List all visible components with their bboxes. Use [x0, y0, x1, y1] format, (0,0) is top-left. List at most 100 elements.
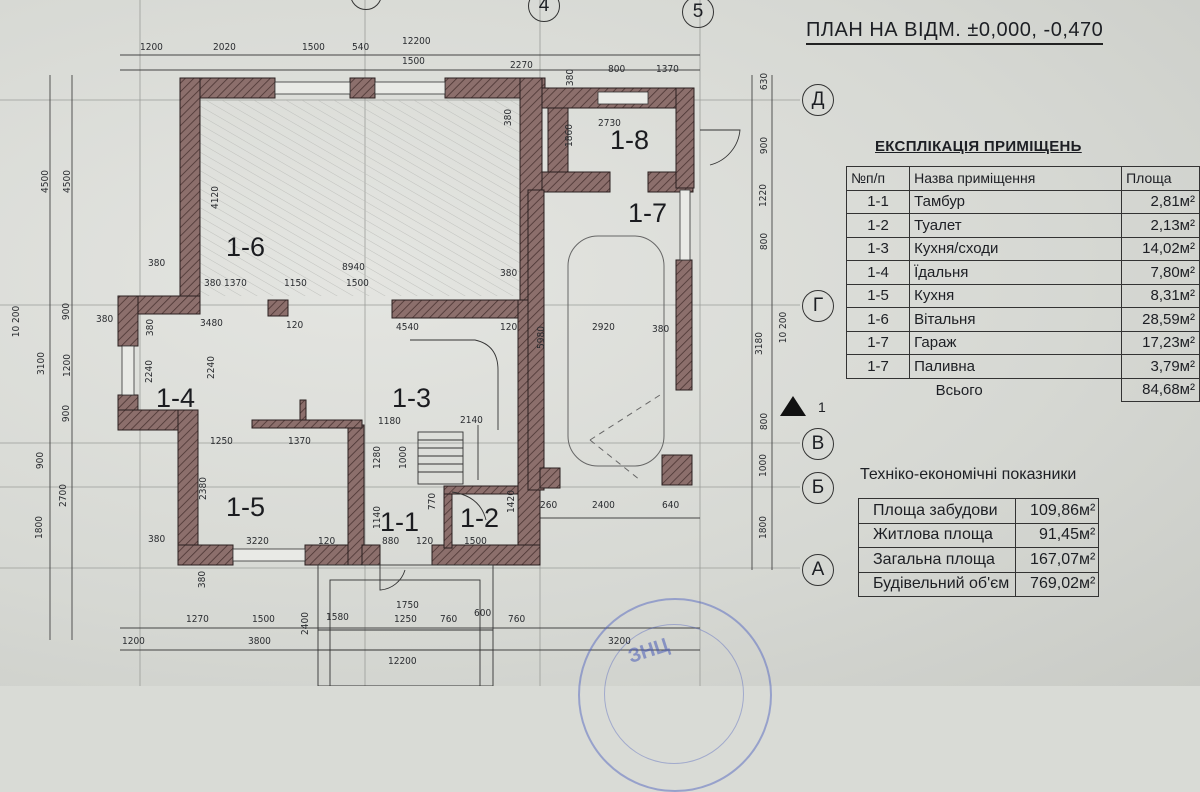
table-row: 1-6 Вітальня 28,59м²	[845, 307, 1200, 332]
dim-inner: 380	[197, 570, 209, 589]
seal-stamp-inner	[604, 624, 744, 764]
dim-bottom: 760	[440, 614, 458, 625]
total-label: Всього	[909, 377, 1123, 402]
room-label-1-4: 1-4	[156, 383, 196, 413]
row-area: 28,59м²	[1121, 307, 1200, 332]
porch	[317, 564, 494, 686]
dim-left-total: 10 200	[11, 305, 23, 338]
dim-inner: 1500	[346, 278, 369, 289]
axis-number-5: 5	[682, 0, 714, 28]
dim-inner: 3220	[246, 536, 269, 547]
dim-right: 1000	[757, 454, 769, 477]
stairs	[410, 339, 499, 485]
dim-inner: 2400	[592, 500, 615, 511]
row-area: 2,13м²	[1121, 213, 1200, 238]
table-row: 1-7 Гараж 17,23м²	[845, 330, 1200, 355]
living-room-floor	[200, 100, 520, 296]
dim-inner: 120	[500, 322, 518, 333]
dim-inner: 5980	[535, 326, 547, 349]
room-label-1-1: 1-1	[380, 507, 420, 537]
section-mark-triangle-icon	[780, 396, 806, 416]
room-label-1-3: 1-3	[392, 383, 432, 413]
room-label-1-7: 1-7	[628, 198, 668, 228]
room-label-1-6: 1-6	[226, 232, 266, 262]
dim-bottom: 1750	[396, 600, 419, 611]
row-area: 7,80м²	[1121, 260, 1200, 285]
dim-right-total: 10 200	[778, 311, 790, 344]
dim-top: 1500	[302, 42, 325, 53]
explication-total-row: Всього 84,68м²	[847, 377, 1200, 402]
dim-bottom: 600	[474, 608, 492, 619]
row-name: Паливна	[909, 354, 1123, 379]
indicator-name: Площа забудови	[857, 498, 1017, 524]
dim-inner: 880	[382, 536, 400, 547]
dim-bottom: 1270	[186, 614, 209, 625]
dim-right: 1800	[757, 516, 769, 539]
dim-bottom: 1580	[326, 612, 349, 623]
dim-inner: 1140	[371, 506, 383, 529]
header-room-name: Назва приміщення	[909, 166, 1123, 191]
dim-inner: 260	[540, 500, 558, 511]
row-area: 2,81м²	[1121, 189, 1200, 214]
dim-inner: 1280	[371, 446, 383, 469]
dim-left: 900	[35, 451, 47, 470]
dim-right: 630	[759, 72, 771, 91]
indicators-title: Техніко-економічні показники	[860, 466, 1077, 483]
axis-letter-b: Б	[802, 472, 834, 504]
table-row: Площа забудови 109,86м²	[857, 498, 1100, 524]
row-name: Гараж	[909, 330, 1123, 355]
dim-left: 1200	[61, 354, 73, 377]
dim-bottom: 1500	[252, 614, 275, 625]
sheet-title: ПЛАН НА ВІДМ. ±0,000, -0,470	[806, 19, 1104, 45]
dim-left: 900	[61, 404, 73, 423]
row-area: 17,23м²	[1121, 330, 1200, 355]
floor-plan	[0, 0, 800, 686]
dim-top: 1200	[140, 42, 163, 53]
dim-inner: 1370	[288, 436, 311, 447]
indicators-table: Площа забудови 109,86м² Житлова площа 91…	[857, 498, 1100, 597]
dim-inner: 2920	[592, 322, 615, 333]
dim-bottom: 1250	[394, 614, 417, 625]
dim-top: 1370	[656, 64, 679, 75]
table-row: 1-2 Туалет 2,13м²	[845, 213, 1200, 238]
row-number: 1-1	[845, 189, 911, 214]
dim-inner: 3480	[200, 318, 223, 329]
dim-inner: 2730	[598, 118, 621, 129]
table-row: Житлова площа 91,45м²	[857, 522, 1100, 548]
dim-inner: 380	[652, 324, 670, 335]
section-mark-label: 1	[818, 399, 826, 415]
dim-inner: 8940	[342, 262, 365, 273]
doors	[379, 129, 741, 591]
dim-inner: 2140	[460, 415, 483, 426]
row-name: Туалет	[909, 213, 1123, 238]
dim-inner: 4120	[209, 186, 221, 209]
dim-inner: 1370	[224, 278, 247, 289]
axis-letter-d: Д	[802, 84, 834, 116]
row-name: Їдальня	[909, 260, 1123, 285]
dim-top: 800	[608, 64, 626, 75]
dim-inner: 1250	[210, 436, 233, 447]
dim-inner: 120	[286, 320, 304, 331]
row-number: 1-3	[845, 236, 911, 261]
room-label-1-8: 1-8	[610, 125, 650, 155]
windows	[121, 81, 691, 562]
dim-inner: 380	[148, 534, 166, 545]
dim-inner: 380	[96, 314, 114, 325]
axis-letter-v: В	[802, 428, 834, 460]
dim-inner: 380	[148, 258, 166, 269]
dim-bottom: 1200	[122, 636, 145, 647]
dim-bottom: 3800	[248, 636, 271, 647]
table-row: 1-3 Кухня/сходи 14,02м²	[845, 236, 1200, 261]
row-number: 1-7	[845, 330, 911, 355]
dim-inner: 4540	[396, 322, 419, 333]
walls	[117, 77, 695, 566]
dim-right: 3180	[753, 332, 765, 355]
dim-inner: 1150	[284, 278, 307, 289]
dim-left: 3100	[35, 352, 47, 375]
dim-top: 380	[565, 68, 577, 87]
dim-top: 1500	[402, 56, 425, 67]
row-number: 1-2	[845, 213, 911, 238]
dim-left: 900	[61, 302, 73, 321]
dim-left: 4500	[61, 170, 73, 193]
dim-top: 2270	[510, 60, 533, 71]
